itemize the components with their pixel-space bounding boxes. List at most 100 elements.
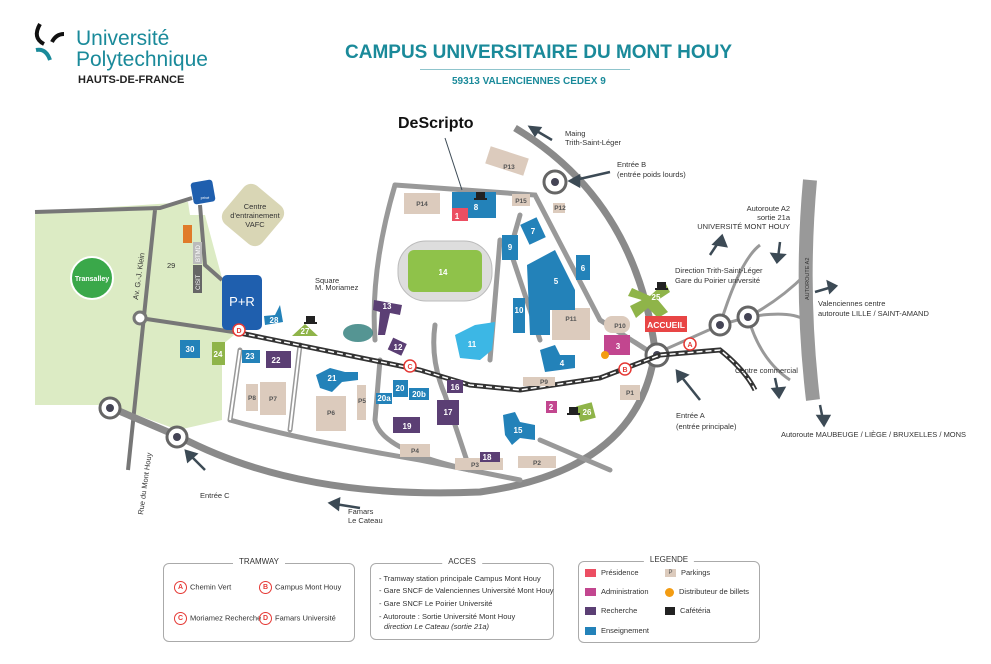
legend-presidence-label: Présidence <box>601 568 639 577</box>
legend-distributeur-label: Distributeur de billets <box>679 587 750 596</box>
building-7[interactable] <box>520 217 546 245</box>
label-entree-c: Entrée C <box>200 491 230 500</box>
building-13[interactable] <box>373 300 402 335</box>
building-12-label: 12 <box>394 343 403 352</box>
building-btmd <box>193 242 202 264</box>
parking-p12[interactable]: P12 <box>554 205 566 212</box>
roundabout <box>132 310 148 326</box>
parking-p8[interactable]: P8 <box>248 395 256 402</box>
building-14[interactable] <box>408 250 482 292</box>
recherche-swatch <box>585 607 596 616</box>
buildings: 8 1 9 7 6 5 10 11 4 3 2 25 26 15 13 12 1… <box>180 192 670 462</box>
tram-stop-d[interactable]: D <box>236 328 241 335</box>
parking-p11[interactable]: P11 <box>565 316 577 323</box>
building-22[interactable] <box>266 351 291 368</box>
parking-p4[interactable]: P4 <box>411 448 419 455</box>
building-11[interactable] <box>455 322 495 360</box>
building-6[interactable] <box>576 255 590 280</box>
parking-p2[interactable]: P2 <box>533 460 541 467</box>
building-20b[interactable] <box>409 388 429 400</box>
square-label-1: Square <box>315 276 339 285</box>
zone-29-label: 29 <box>167 261 175 270</box>
label-centre-commercial: Centre commercial <box>735 366 798 375</box>
building-30[interactable] <box>180 340 200 358</box>
building-21[interactable] <box>316 368 358 392</box>
label-trith: Trith-Saint-Léger <box>565 138 621 147</box>
building-9[interactable] <box>502 235 518 260</box>
building-28[interactable] <box>264 305 283 325</box>
building-26[interactable] <box>576 402 596 422</box>
building-4-label: 4 <box>560 359 565 368</box>
building-2[interactable] <box>546 401 557 413</box>
parking-p1[interactable]: P1 <box>626 390 634 397</box>
building-3[interactable] <box>604 335 630 355</box>
building-7-label: 7 <box>531 227 536 236</box>
building-10[interactable] <box>513 298 525 333</box>
page-subtitle: 59313 VALENCIENNES CEDEX 9 <box>452 76 606 87</box>
tram-stop-c[interactable]: C <box>407 364 412 371</box>
building-12[interactable] <box>387 337 407 356</box>
private-parking[interactable] <box>190 179 216 205</box>
tram-stop-b[interactable]: B <box>622 367 627 374</box>
label-entree-a-sub: (entrée principale) <box>676 422 737 431</box>
building-25[interactable] <box>628 282 670 318</box>
building-15[interactable] <box>503 412 535 445</box>
building-11-label: 11 <box>468 340 477 349</box>
building-17[interactable] <box>437 400 459 425</box>
centre-vafc <box>221 183 285 247</box>
parking-p3[interactable]: P3 <box>471 462 479 469</box>
parking-p14[interactable]: P14 <box>416 201 428 208</box>
highway-a2-label: AUTOROUTE A2 <box>805 258 811 300</box>
building-23[interactable] <box>242 350 260 363</box>
building-16[interactable] <box>447 380 463 393</box>
parking-p15[interactable]: P15 <box>515 198 527 205</box>
building-20-label: 20 <box>396 384 405 393</box>
parking-p9[interactable]: P9 <box>540 379 548 386</box>
acces-item: - Autoroute : Sortie Université Mont Hou… <box>379 612 516 621</box>
legend-administration-label: Administration <box>601 587 649 596</box>
label-maubeuge: Autoroute MAUBEUGE / LIÈGE / BRUXELLES /… <box>781 430 966 439</box>
page-title: CAMPUS UNIVERSITAIRE DU MONT HOUY <box>345 42 733 63</box>
parkings: P1 P2 P3 P4 P5 P6 P7 P8 P9 P10 P11 P12 P… <box>246 146 640 470</box>
building-18[interactable] <box>480 452 500 462</box>
building-8-label: 8 <box>474 203 479 212</box>
building-5[interactable] <box>527 250 575 335</box>
tram-stops: A B C D <box>232 323 697 376</box>
rue-mont-houy-label: Rue du Mont Houy <box>136 452 154 515</box>
parking-p7[interactable]: P7 <box>269 396 277 403</box>
acces-legend-title: ACCES <box>442 557 482 566</box>
building-24[interactable] <box>212 342 225 365</box>
building-20a[interactable] <box>376 393 392 404</box>
park-and-ride[interactable] <box>222 275 262 330</box>
parking-p13[interactable]: P13 <box>503 164 515 171</box>
vafc-label-1: Centre <box>244 202 267 211</box>
building-20[interactable] <box>393 380 408 397</box>
legend-administration: Administration <box>585 587 649 597</box>
building-20b-label: 20b <box>412 390 426 399</box>
cisit-label: CISIT <box>196 274 202 290</box>
accueil-sign[interactable] <box>645 316 687 332</box>
road-east <box>656 243 807 382</box>
private-parking-label: privé <box>201 195 210 200</box>
legend-presidence: Présidence <box>585 568 639 578</box>
square-label-2: M. Moriamez <box>315 283 359 292</box>
tram-stop-a[interactable]: A <box>687 342 692 349</box>
parking-p5[interactable]: P5 <box>358 398 366 405</box>
building-4[interactable] <box>540 345 575 372</box>
direction-arrows <box>184 125 839 512</box>
building-27[interactable] <box>292 324 318 336</box>
label-entree-b: Entrée B <box>617 160 646 169</box>
enseignement-swatch <box>585 627 596 636</box>
building-19[interactable] <box>393 417 420 433</box>
descripto-annotation: DeScripto <box>398 115 474 132</box>
logo-line1: Université <box>76 27 170 50</box>
label-entree-a: Entrée A <box>676 411 705 420</box>
building-27-label: 27 <box>301 327 310 336</box>
building-1[interactable] <box>452 208 468 221</box>
parking-p10[interactable]: P10 <box>614 323 626 330</box>
parking-p6[interactable]: P6 <box>327 410 335 417</box>
presidence-swatch <box>585 569 596 578</box>
